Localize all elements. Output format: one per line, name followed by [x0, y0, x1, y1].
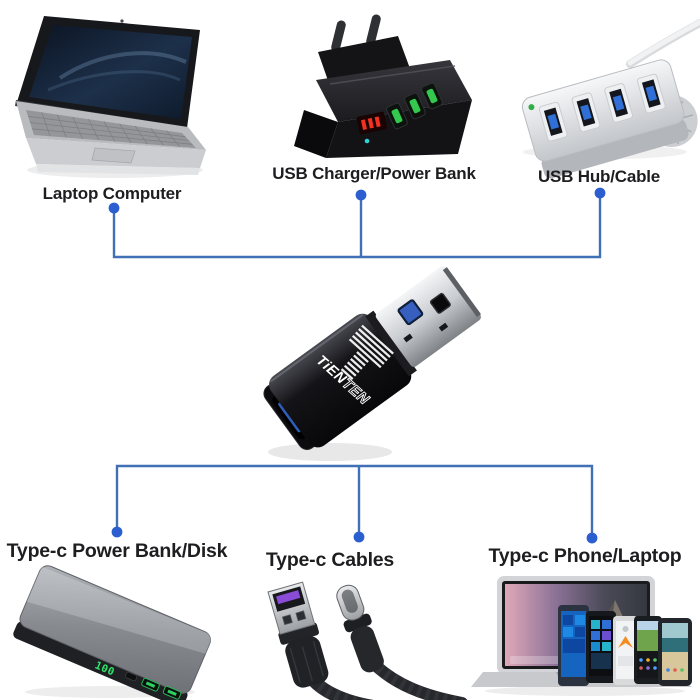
trackpad — [91, 147, 136, 164]
top-bracket — [108, 187, 606, 259]
usb-charger-photo — [294, 14, 472, 158]
label-usb-hub-cable: USB Hub/Cable — [537, 167, 661, 186]
label-typec-power-bank-disk: Type-c Power Bank/Disk — [6, 540, 228, 562]
powerbank-typec-port — [125, 671, 138, 682]
hub-usb-ports — [538, 73, 666, 142]
hub-power-led — [528, 104, 535, 111]
laptop-keyboard — [26, 110, 196, 148]
plug-pins — [331, 14, 381, 52]
webcam-dot — [120, 19, 124, 23]
label-laptop-computer: Laptop Computer — [42, 184, 182, 203]
label-typec-phone-laptop: Type-c Phone/Laptop — [488, 545, 682, 567]
usba-tongue — [276, 590, 301, 605]
phone-4 — [634, 616, 662, 684]
charger-led-display — [356, 111, 387, 135]
phone-3 — [613, 616, 638, 685]
phone-5 — [658, 618, 692, 686]
usb-hub-photo — [521, 19, 700, 179]
adapter-usba-plug — [375, 266, 481, 367]
typec-devices-photo — [471, 576, 692, 696]
phone-1 — [558, 605, 589, 686]
top-bracket-dot-charger — [355, 189, 367, 201]
usba-connector — [267, 581, 329, 688]
bottom-bracket-dot-phone — [586, 532, 598, 544]
powerbank-usb-ports — [141, 677, 182, 700]
adapter-body — [269, 313, 412, 448]
powerbank-photo: 100 — [13, 565, 214, 700]
top-bracket-dot-hub — [594, 187, 606, 199]
bottom-bracket — [111, 464, 598, 544]
charger-indicator-dot — [364, 138, 370, 144]
brand-t-logo — [340, 324, 394, 380]
bottom-bracket-dot-cables — [353, 531, 365, 543]
laptop-photo — [15, 16, 206, 178]
braided-cable-a — [306, 673, 374, 700]
label-typec-cables: Type-c Cables — [265, 549, 395, 571]
top-bracket-dot-laptop — [108, 202, 120, 214]
label-usb-charger-power-bank: USB Charger/Power Bank — [272, 164, 476, 183]
adapter-photo: TiENTEN — [263, 266, 481, 461]
bottom-bracket-dot-powerbank — [111, 526, 123, 538]
usbc-connector — [336, 584, 384, 673]
typec-cables-photo — [267, 581, 468, 700]
phone-2 — [586, 611, 616, 683]
charger-usb-ports — [386, 82, 443, 130]
